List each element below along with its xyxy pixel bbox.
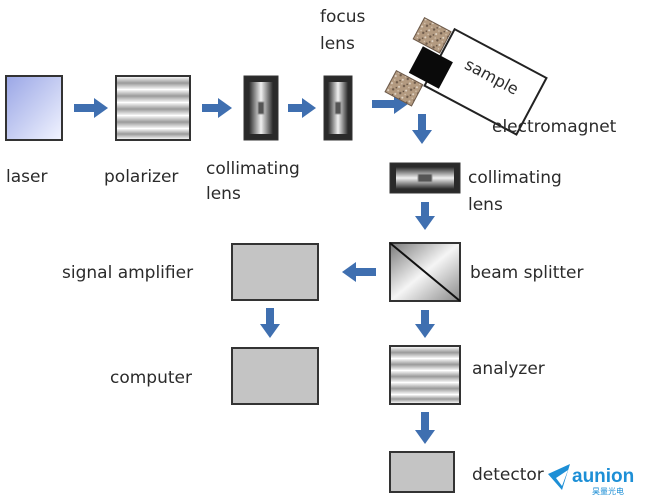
beam-splitter-box [389,242,461,302]
polarizer-label: polarizer [104,167,178,187]
arrow-polarizer-lens [202,98,232,118]
collimating-lens-2-box [389,162,461,194]
arrow-analyzer-detector [415,412,435,444]
watermark-brand: aunion [572,466,634,487]
laser-box [5,75,63,141]
beam-splitter-label: beam splitter [470,263,584,283]
signal-amplifier-box [231,243,319,301]
focus-lens-label-line1: focus [320,7,366,27]
computer-box [231,347,319,405]
collimating-lens-1-label-line1: collimating [206,159,300,179]
aunion-watermark: aunion 昊量光电 [548,464,634,496]
laser-label: laser [6,167,47,187]
arrow-lens-focus [288,98,316,118]
focus-lens-box [323,75,353,141]
arrow-amplifier-computer [260,308,280,338]
analyzer-box [389,345,461,405]
watermark-sub: 昊量光电 [592,486,624,496]
analyzer-label: analyzer [472,359,545,379]
electromagnet-assembly: sample [384,16,548,136]
polarizer-box [115,75,191,141]
magnet-pole-bottom [384,69,424,107]
arrow-sample-lens2 [412,114,432,144]
focus-lens-label-line2: lens [320,34,355,54]
magnet-pole-top [412,16,452,54]
electromagnet-label: electromagnet [492,117,617,137]
collimating-lens-2-label-line1: collimating [468,168,562,188]
arrow-laser-polarizer [74,98,108,118]
signal-amplifier-label: signal amplifier [62,263,193,283]
detector-label: detector [472,465,544,485]
arrow-lens2-splitter [415,202,435,230]
detector-box [389,451,455,493]
sample-block [408,46,453,89]
computer-label: computer [110,368,192,388]
arrow-splitter-amplifier [342,262,376,282]
collimating-lens-1-label-line2: lens [206,184,241,204]
collimating-lens-2-label-line2: lens [468,195,503,215]
arrow-splitter-analyzer [415,310,435,338]
collimating-lens-1-box [243,75,279,141]
